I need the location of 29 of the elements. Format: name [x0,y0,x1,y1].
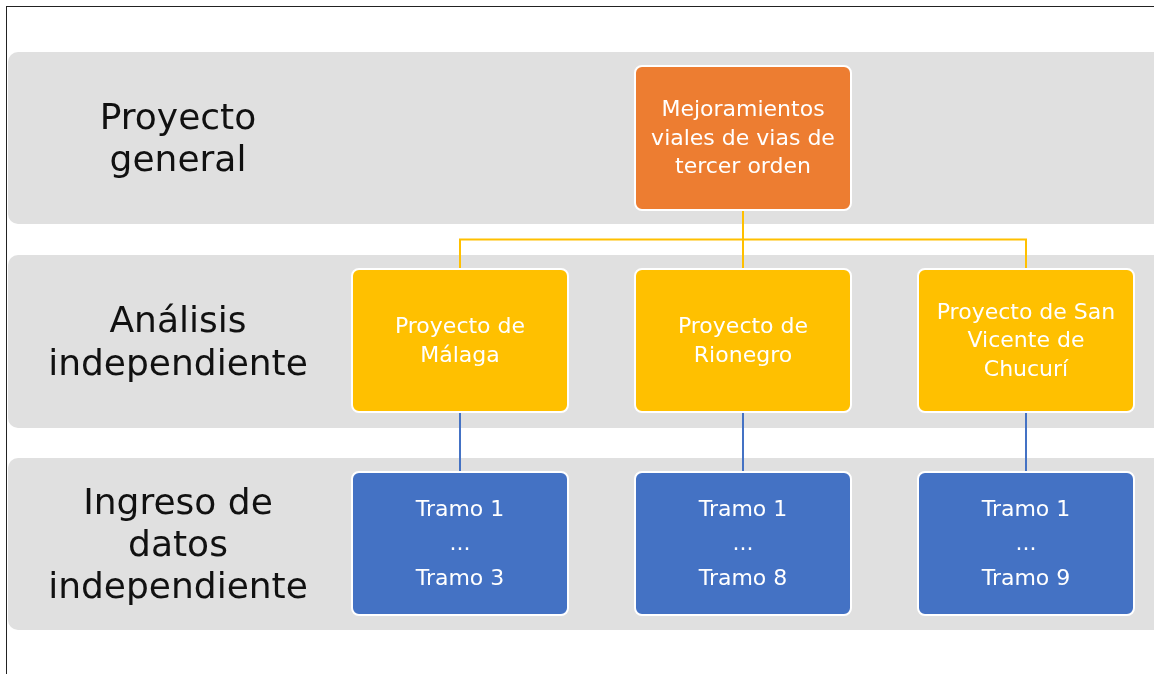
box-label: ... [1015,529,1037,558]
box-label: Tramo 1 [698,494,788,523]
box-label: Proyecto de Rionegro [676,311,810,369]
box-label: Proyecto de San Vicente de Chucurí [935,297,1117,383]
box-label: Proyecto de Málaga [393,311,527,369]
process-box [351,471,569,616]
box-label: ... [449,529,471,558]
box-label: Mejoramientos viales de vias de tercer orden [650,95,836,181]
process-box [917,471,1135,616]
box-label: ... [732,529,754,558]
connector-line [1025,412,1027,472]
box-label: Tramo 1 [981,494,1071,523]
process-box [634,268,852,413]
box-label: Tramo 8 [698,563,788,592]
box-label: Tramo 1 [415,494,505,523]
row-label: Ingreso de datos independiente [47,479,309,609]
row-label: Proyecto general [98,94,258,181]
process-box [634,65,852,211]
row-band [8,52,1154,224]
box-label: Tramo 3 [415,563,505,592]
process-box [634,471,852,616]
connector-line [742,412,744,472]
row-band [8,458,1154,630]
row-band [8,255,1154,428]
row-label: Análisis independiente [47,298,309,385]
process-box [917,268,1135,413]
box-label: Tramo 9 [981,563,1071,592]
process-box [351,268,569,413]
connector-line [459,412,461,472]
